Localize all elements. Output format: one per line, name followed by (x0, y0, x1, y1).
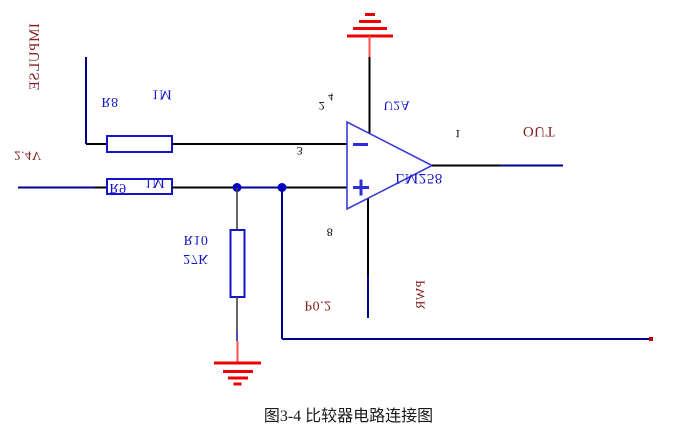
pin-number-4: 4 (328, 91, 334, 102)
opamp-designator: U2A (384, 99, 411, 114)
net-label-ref-voltage: 2.4V (14, 149, 42, 164)
pin-number-8: 8 (327, 226, 334, 240)
comparator-schematic: IMPULSE 2.4V R8 1M R9 1M R10 27K U2A LM2… (14, 13, 653, 386)
ground-icon (214, 361, 261, 386)
r8-designator: R8 (101, 94, 118, 109)
r9-value: 1M (145, 175, 166, 190)
opamp-triangle (346, 120, 434, 211)
net-label-p02: P0.2 (304, 298, 331, 313)
wire-end-tick (649, 337, 653, 341)
ground-icon (347, 13, 393, 38)
resistor-r10 (229, 229, 246, 298)
r10-designator: R10 (184, 232, 209, 247)
pin-number-2: 2 (319, 99, 326, 113)
pin-number-1: 1 (455, 127, 462, 141)
flipped-schematic-group: IMPULSE 2.4V R8 1M R9 1M R10 27K U2A LM2… (14, 13, 653, 386)
opamp-part-number: LM258 (395, 170, 443, 186)
figure-caption: 图3-4 比较器电路连接图 (263, 408, 434, 425)
net-label-pwr: PWR (413, 280, 428, 310)
r10-value: 27K (183, 251, 209, 266)
net-label-out: OUT (523, 123, 555, 139)
r9-designator: R9 (109, 180, 126, 195)
net-label-impulse: IMPULSE (27, 23, 43, 91)
r8-value: 1M (152, 87, 173, 102)
pin-number-3: 3 (297, 144, 304, 158)
resistor-r8 (106, 135, 173, 153)
